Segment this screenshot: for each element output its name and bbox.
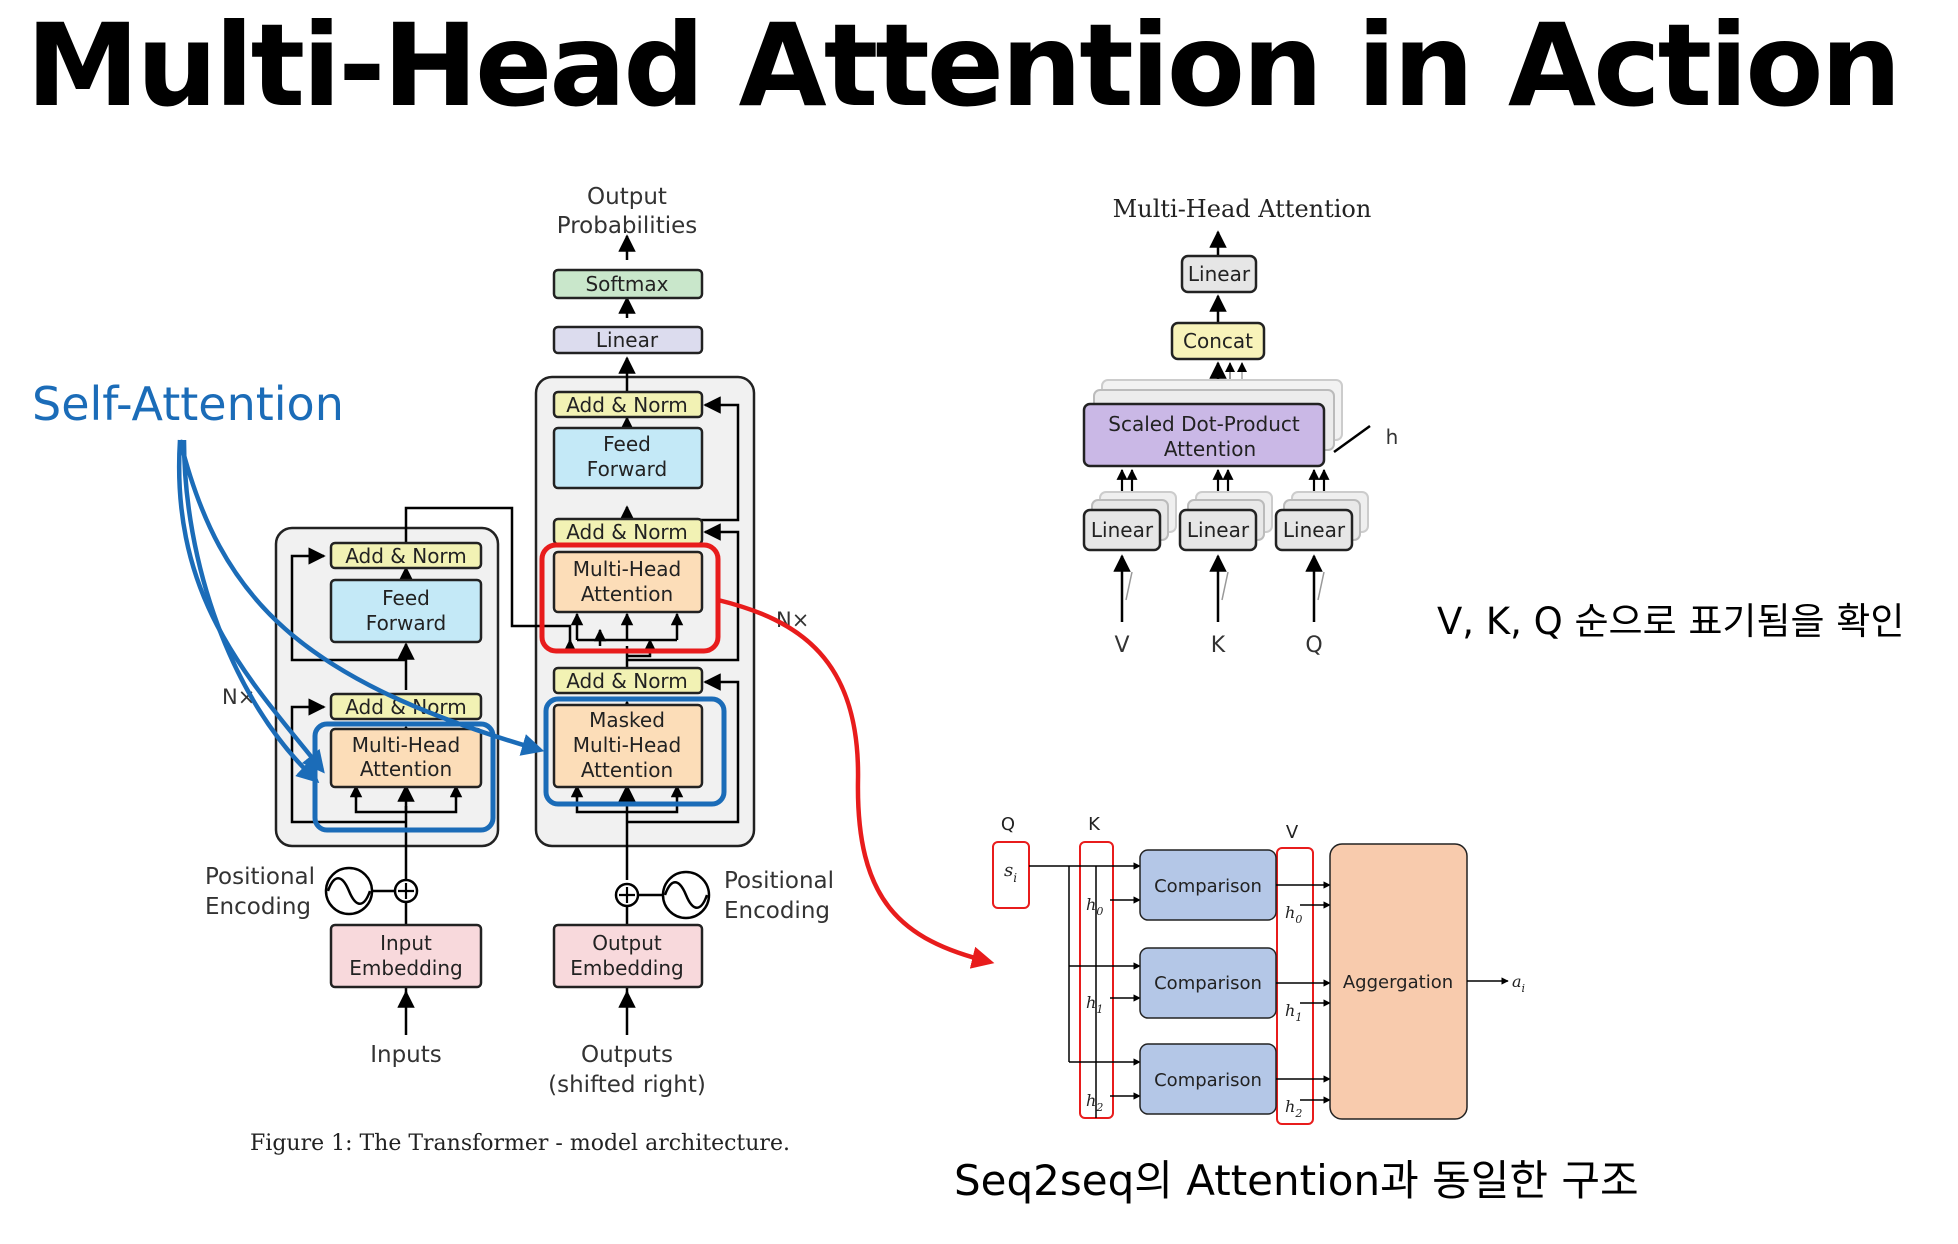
seq2seq-k-label: K <box>1088 814 1101 835</box>
output-embedding-line1: Output <box>592 931 662 955</box>
inputs-label: Inputs <box>370 1042 442 1068</box>
encoder-pos-enc-line1: Positional <box>205 864 315 890</box>
decoder-add-norm-2-label: Add & Norm <box>566 520 688 544</box>
decoder-add-norm-3-label: Add & Norm <box>566 669 688 693</box>
decoder-pos-enc-line2: Encoding <box>724 898 830 924</box>
mha-linear-top-label: Linear <box>1188 262 1251 286</box>
output-probabilities-line2: Probabilities <box>557 213 698 239</box>
encoder-pos-enc-line2: Encoding <box>205 894 311 920</box>
decoder-linear-label: Linear <box>596 328 659 352</box>
decoder-masked-mha-line1: Masked <box>589 708 665 732</box>
sdpa-line1: Scaled Dot-Product <box>1108 412 1300 436</box>
seq2seq-k-h1: h1 <box>1086 993 1103 1016</box>
seq2seq-output-symbol: ai <box>1512 972 1525 995</box>
mha-input-v: V <box>1114 633 1129 658</box>
encoder-add-norm-top-label: Add & Norm <box>345 544 467 568</box>
encoder-stack <box>274 526 500 848</box>
mha-linear-stack-q <box>1274 491 1369 552</box>
seq2seq-query-symbol: si <box>1004 860 1017 885</box>
outputs-line1: Outputs <box>581 1042 673 1068</box>
input-embedding-line2: Embedding <box>349 956 462 980</box>
encoder-add-norm-bottom <box>329 692 483 721</box>
decoder-add-norm-1-label: Add & Norm <box>566 393 688 417</box>
decoder-masked-mha <box>552 703 704 789</box>
outputs-line2: (shifted right) <box>548 1072 706 1098</box>
scaled-dot-product-attention <box>1082 402 1326 468</box>
seq2seq-q-label: Q <box>1001 814 1015 835</box>
encoder-add-norm-top <box>329 541 483 570</box>
decoder-feed-forward <box>552 426 704 490</box>
encoder-add-norm-bottom-label: Add & Norm <box>345 695 467 719</box>
decoder-mha-line2: Attention <box>581 582 673 606</box>
aggregation-label: Aggergation <box>1343 972 1453 993</box>
seq2seq-v-label: V <box>1286 822 1299 843</box>
sdpa-line2: Attention <box>1164 437 1256 461</box>
mha-h-label: h <box>1386 425 1399 449</box>
self-attention-arrows <box>176 439 545 784</box>
decoder-add-norm-1 <box>552 390 704 419</box>
softmax-block <box>552 268 704 300</box>
seq2seq-k-h2: h2 <box>1086 1091 1103 1114</box>
vkq-order-note: V, K, Q 순으로 표기됨을 확인 <box>1437 600 1904 643</box>
seq2seq-v-h0: h0 <box>1285 903 1302 926</box>
seq2seq-note: Seq2seq의 Attention과 동일한 구조 <box>954 1156 1639 1205</box>
transformer-diagram: Add & Norm Feed Forward Add & Norm Multi… <box>205 184 834 1156</box>
input-embedding-line1: Input <box>380 931 432 955</box>
seq2seq-v-box <box>1276 847 1314 1125</box>
decoder-cross-attention-highlight <box>539 542 721 654</box>
seq2seq-v-h1: h1 <box>1285 1001 1302 1024</box>
decoder-mha-line1: Multi-Head <box>573 557 681 581</box>
comparison-label-0: Comparison <box>1154 876 1262 897</box>
mha-input-k: K <box>1211 633 1226 658</box>
decoder-masked-mha-line3: Attention <box>581 758 673 782</box>
comparison-label-2: Comparison <box>1154 1070 1262 1091</box>
mha-diagram: Multi-Head Attention Linear Concat Scale… <box>1082 195 1399 658</box>
seq2seq-k-h0: h0 <box>1086 895 1103 918</box>
slide-title: Multi-Head Attention in Action <box>26 0 1902 132</box>
encoder-feed-forward-line2: Forward <box>366 611 446 635</box>
mha-concat-label: Concat <box>1183 329 1253 353</box>
mha-linear-k-label: Linear <box>1187 518 1250 542</box>
figure-caption: Figure 1: The Transformer - model archit… <box>250 1131 790 1156</box>
decoder-feed-forward-line2: Forward <box>587 457 667 481</box>
output-embedding-line2: Embedding <box>570 956 683 980</box>
mha-linear-stack-k <box>1178 491 1273 552</box>
cross-attention-arrow <box>717 597 995 969</box>
output-embedding <box>552 923 704 989</box>
encoder-mha-line1: Multi-Head <box>352 733 460 757</box>
softmax-label: Softmax <box>585 272 668 296</box>
mha-concat <box>1170 321 1266 361</box>
mha-input-q: Q <box>1305 633 1322 658</box>
seq2seq-v-h2: h2 <box>1285 1097 1302 1120</box>
decoder-linear-block <box>552 325 704 355</box>
mha-linear-stack-v <box>1082 491 1177 552</box>
decoder-feed-forward-line1: Feed <box>603 432 651 456</box>
decoder-add-norm-3 <box>552 666 704 695</box>
encoder-feed-forward-line1: Feed <box>382 586 430 610</box>
decoder-masked-mha-line2: Multi-Head <box>573 733 681 757</box>
mha-linear-q-label: Linear <box>1283 518 1346 542</box>
encoder-mha-line2: Attention <box>360 757 452 781</box>
decoder-pos-enc-line1: Positional <box>724 868 834 894</box>
encoder-multi-head-attention <box>329 727 483 789</box>
seq2seq-attention-diagram: Q K V si h0 h1 h2 Comparison Comparison … <box>992 814 1525 1125</box>
decoder-multi-head-attention <box>552 550 704 614</box>
output-probabilities-line1: Output <box>587 184 667 210</box>
self-attention-label: Self-Attention <box>32 377 344 431</box>
mha-linear-top <box>1180 254 1258 294</box>
encoder-feed-forward <box>329 578 483 644</box>
seq2seq-q-box <box>992 841 1030 909</box>
input-embedding <box>329 923 483 989</box>
comparison-label-1: Comparison <box>1154 973 1262 994</box>
decoder-masked-attention-highlight <box>543 696 727 807</box>
mha-linear-v-label: Linear <box>1091 518 1154 542</box>
mha-diagram-title: Multi-Head Attention <box>1113 195 1372 223</box>
